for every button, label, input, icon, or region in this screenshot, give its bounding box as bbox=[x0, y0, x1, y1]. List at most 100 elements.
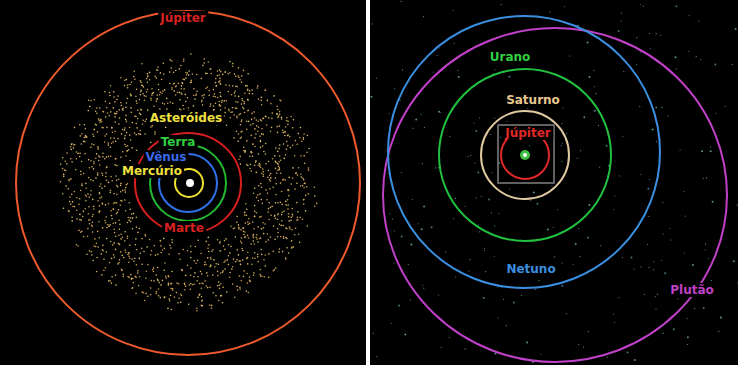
asteroid-dot bbox=[225, 71, 227, 73]
asteroid-dot bbox=[196, 307, 198, 309]
star-dot bbox=[650, 48, 651, 49]
asteroid-dot bbox=[136, 100, 138, 102]
asteroid-dot bbox=[291, 240, 293, 242]
asteroid-dot bbox=[261, 186, 263, 188]
asteroid-dot bbox=[116, 113, 118, 115]
star-dot bbox=[655, 309, 656, 310]
asteroid-dot bbox=[171, 283, 173, 285]
asteroid-dot bbox=[257, 87, 259, 89]
asteroid-dot bbox=[299, 242, 301, 244]
asteroid-dot bbox=[265, 115, 267, 117]
asteroid-dot bbox=[244, 112, 246, 114]
star-dot bbox=[458, 76, 460, 78]
asteroid-dot bbox=[181, 269, 183, 271]
asteroid-dot bbox=[71, 216, 73, 218]
asteroid-dot bbox=[90, 179, 92, 181]
asteroid-dot bbox=[121, 269, 123, 271]
star-dot bbox=[705, 249, 706, 250]
star-dot bbox=[662, 202, 663, 203]
asteroid-dot bbox=[96, 107, 98, 109]
asteroid-dot bbox=[215, 82, 217, 84]
asteroid-dot bbox=[75, 169, 77, 171]
asteroid-dot bbox=[214, 93, 216, 95]
asteroid-dot bbox=[247, 234, 249, 236]
asteroid-dot bbox=[248, 121, 250, 123]
asteroid-dot bbox=[94, 129, 96, 131]
asteroid-dot bbox=[288, 213, 290, 215]
asteroid-dot bbox=[277, 202, 279, 204]
asteroid-dot bbox=[296, 182, 298, 184]
asteroid-dot bbox=[160, 72, 162, 74]
asteroid-dot bbox=[128, 277, 130, 279]
star-dot bbox=[561, 145, 562, 146]
asteroid-dot bbox=[92, 214, 94, 216]
asteroid-dot bbox=[253, 228, 255, 230]
asteroid-dot bbox=[233, 228, 235, 230]
asteroid-dot bbox=[287, 199, 289, 201]
star-dot bbox=[640, 51, 641, 52]
asteroid-dot bbox=[159, 297, 161, 299]
asteroid-dot bbox=[125, 106, 127, 108]
asteroid-dot bbox=[130, 95, 132, 97]
asteroid-dot bbox=[252, 123, 254, 125]
asteroid-dot bbox=[240, 124, 242, 126]
asteroid-dot bbox=[302, 218, 304, 220]
asteroid-dot bbox=[285, 257, 287, 259]
asteroid-dot bbox=[290, 220, 292, 222]
star-dot bbox=[376, 356, 377, 357]
star-dot bbox=[485, 271, 486, 272]
asteroid-dot bbox=[102, 152, 104, 154]
asteroid-dot bbox=[205, 241, 207, 243]
asteroid-dot bbox=[190, 251, 192, 253]
asteroid-dot bbox=[116, 111, 118, 113]
asteroid-dot bbox=[282, 130, 284, 132]
asteroid-dot bbox=[201, 78, 203, 80]
asteroid-dot bbox=[120, 156, 122, 158]
star-dot bbox=[438, 295, 439, 296]
asteroid-dot bbox=[283, 210, 285, 212]
asteroid-dot bbox=[70, 178, 72, 180]
asteroid-dot bbox=[91, 251, 93, 253]
asteroid-dot bbox=[116, 194, 118, 196]
asteroid-dot bbox=[76, 197, 78, 199]
asteroid-dot bbox=[207, 86, 209, 88]
asteroid-dot bbox=[117, 263, 119, 265]
asteroid-dot bbox=[256, 197, 258, 199]
asteroid-dot bbox=[224, 268, 226, 270]
asteroid-dot bbox=[112, 244, 114, 246]
asteroid-dot bbox=[262, 222, 264, 224]
asteroid-dot bbox=[156, 98, 158, 100]
star-dot bbox=[440, 112, 441, 113]
asteroid-dot bbox=[295, 173, 297, 175]
asteroid-dot bbox=[160, 252, 162, 254]
asteroid-dot bbox=[243, 70, 245, 72]
asteroid-dot bbox=[184, 283, 186, 285]
asteroid-dot bbox=[251, 119, 253, 121]
asteroid-dot bbox=[122, 108, 124, 110]
asteroid-dot bbox=[215, 103, 217, 105]
asteroid-dot bbox=[283, 237, 285, 239]
asteroid-dot bbox=[114, 113, 116, 115]
asteroid-dot bbox=[115, 141, 117, 143]
asteroid-dot bbox=[296, 202, 298, 204]
asteroid-dot bbox=[289, 226, 291, 228]
asteroid-dot bbox=[132, 217, 134, 219]
asteroid-dot bbox=[108, 144, 110, 146]
asteroid-dot bbox=[205, 72, 207, 74]
asteroid-dot bbox=[285, 237, 287, 239]
asteroid-dot bbox=[120, 238, 122, 240]
star-dot bbox=[415, 119, 417, 121]
star-dot bbox=[737, 205, 738, 206]
asteroid-dot bbox=[281, 191, 283, 193]
asteroid-dot bbox=[128, 262, 130, 264]
asteroid-dot bbox=[240, 229, 242, 231]
asteroid-dot bbox=[252, 143, 254, 145]
asteroid-dot bbox=[202, 283, 204, 285]
asteroid-dot bbox=[228, 264, 230, 266]
asteroid-dot bbox=[101, 274, 103, 276]
asteroid-dot bbox=[120, 234, 122, 236]
asteroid-dot bbox=[277, 228, 279, 230]
asteroid-dot bbox=[171, 60, 173, 62]
asteroid-dot bbox=[245, 203, 247, 205]
asteroid-dot bbox=[79, 152, 81, 154]
